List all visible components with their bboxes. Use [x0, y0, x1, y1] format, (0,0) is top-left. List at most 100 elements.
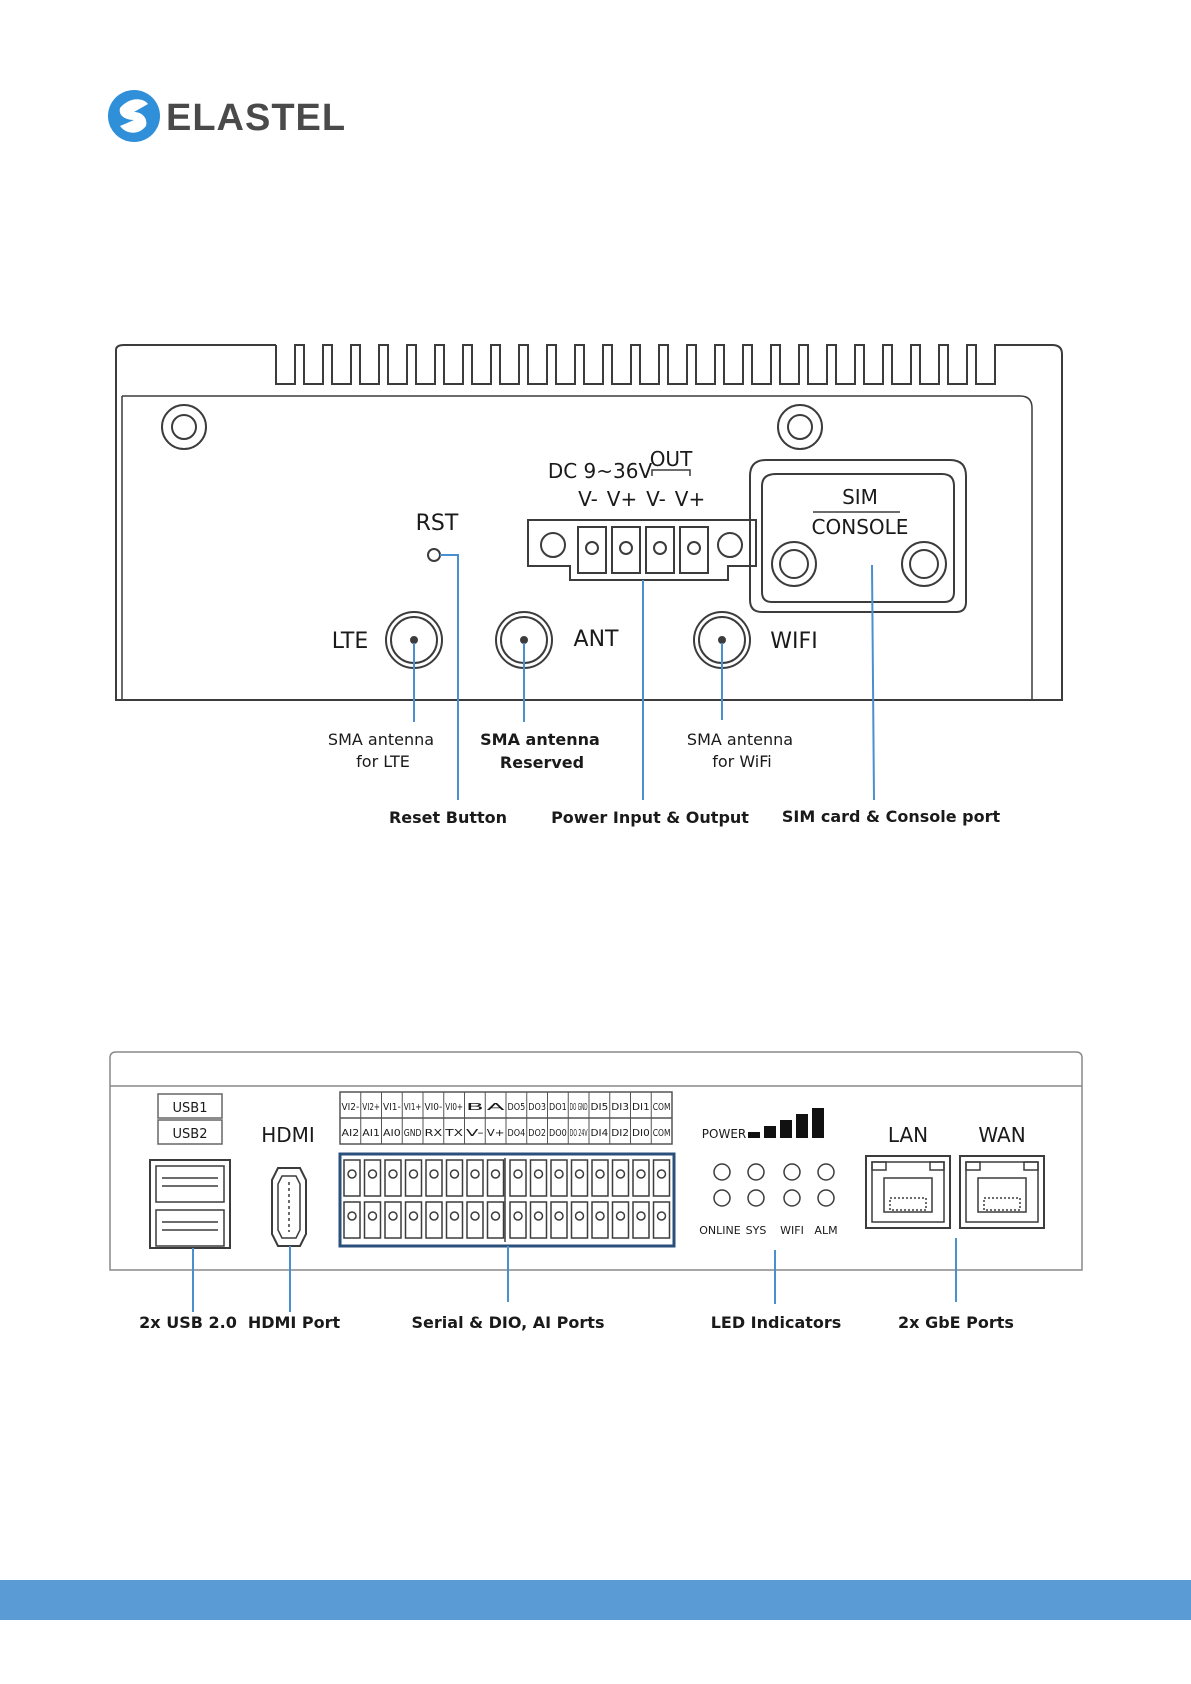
sim-console-callout: SIM card & Console port: [782, 807, 1001, 826]
terminal-pin-label: COM: [653, 1128, 671, 1139]
heatsink-fins: [275, 344, 1010, 385]
terminal-pin: [425, 1201, 443, 1239]
led-label: SYS: [746, 1224, 767, 1237]
terminal-pin-label: VI2+: [362, 1102, 380, 1113]
terminal-pin: [632, 1201, 650, 1239]
led-label: ALM: [814, 1224, 837, 1237]
sim-marking: SIM: [842, 485, 878, 509]
lan-port[interactable]: [865, 1155, 951, 1229]
terminal-pin-label: VI0+: [445, 1102, 463, 1113]
terminal-pin-label: DO3: [528, 1102, 546, 1113]
terminal-pin-label: AI2: [342, 1128, 360, 1139]
terminal-pin: [550, 1159, 568, 1197]
ant-marking: ANT: [574, 627, 620, 652]
power-terminal-block[interactable]: [527, 519, 757, 581]
terminal-pin-label: A: [487, 1102, 505, 1113]
rear-panel-outline: [109, 1051, 1083, 1271]
pin-marking: V+: [675, 487, 705, 511]
terminal-pin: [343, 1159, 361, 1197]
sim-console-cover[interactable]: [749, 459, 967, 613]
terminal-pin: [611, 1201, 630, 1239]
gbe-callout: 2x GbE Ports: [898, 1313, 1014, 1332]
terminal-pin-label: DO2: [528, 1128, 546, 1139]
terminal-pin: [509, 1159, 527, 1197]
sma-lte-callout: SMA antenna: [328, 730, 434, 749]
front-face: [122, 395, 1033, 700]
terminal-pin: [652, 1201, 671, 1239]
sma-lte-callout: for LTE: [356, 752, 410, 771]
brand-name: ELASTEL: [166, 97, 346, 139]
rear-callouts: 2x USB 2.0 HDMI Port Serial & DIO, AI Po…: [139, 1313, 1014, 1332]
usb-ports[interactable]: [149, 1159, 231, 1249]
terminal-pin-label: AI1: [362, 1128, 380, 1139]
terminal-pin: [384, 1201, 402, 1239]
front-callouts: SMA antenna for LTE SMA antenna Reserved…: [328, 730, 1001, 827]
wan-marking: WAN: [978, 1123, 1025, 1147]
terminal-pin-label: GND: [404, 1128, 422, 1139]
terminal-pin-label: DI4: [591, 1128, 609, 1139]
terminal-pin: [425, 1159, 443, 1197]
lan-marking: LAN: [888, 1123, 928, 1147]
terminal-pin: [445, 1159, 464, 1197]
terminal-pin-label: DO5: [508, 1102, 526, 1113]
terminal-grid-lines: [360, 1092, 652, 1144]
footer-bar: [0, 1580, 1191, 1620]
front-leader-lines: [413, 554, 875, 801]
reset-callout: Reset Button: [389, 808, 507, 827]
terminal-pin-label: AI0: [383, 1128, 401, 1139]
wan-port[interactable]: [959, 1155, 1045, 1229]
signal-strength-icon: [748, 1108, 824, 1138]
front-panel-markings: RST LTE ANT WIFI DC 9~36V OUT V- V+ V- V…: [332, 447, 909, 654]
terminal-pin-label: DO1: [549, 1102, 567, 1113]
usb2-marking: USB2: [173, 1127, 208, 1142]
rear-panel: [109, 1051, 1083, 1271]
dc-voltage-marking: DC 9~36V: [548, 459, 653, 483]
terminal-pin-label: V-: [466, 1128, 484, 1139]
terminal-pin-label: VI1-: [383, 1102, 401, 1113]
usb1-marking: USB1: [173, 1101, 208, 1116]
terminal-pin: [509, 1201, 527, 1239]
terminal-pin: [363, 1201, 382, 1239]
terminal-pin: [404, 1201, 423, 1239]
sma-reserved-callout: Reserved: [500, 753, 584, 772]
terminal-pin-label: VI2-: [342, 1102, 360, 1113]
lte-marking: LTE: [332, 629, 369, 654]
hdmi-marking: HDMI: [261, 1123, 315, 1147]
hdmi-port[interactable]: [271, 1167, 307, 1247]
led-callout: LED Indicators: [711, 1313, 842, 1332]
sma-wifi-callout: for WiFi: [712, 752, 771, 771]
usb-callout: 2x USB 2.0: [139, 1313, 237, 1332]
terminal-pin-label: DI3: [611, 1102, 629, 1113]
rst-marking: RST: [416, 511, 459, 536]
terminal-pin-label: DO GND: [570, 1102, 588, 1113]
terminal-pin-label: B: [466, 1102, 484, 1113]
terminal-pin-label: VI1+: [404, 1102, 422, 1113]
terminal-pin: [486, 1201, 505, 1239]
terminal-pin: [466, 1159, 484, 1197]
terminal-pin: [445, 1201, 464, 1239]
terminal-pin-label: V+: [487, 1128, 505, 1139]
terminal-pin: [529, 1159, 548, 1197]
wifi-marking: WIFI: [770, 629, 817, 654]
serial-callout: Serial & DIO, AI Ports: [412, 1313, 605, 1332]
terminal-pin: [363, 1159, 382, 1197]
terminal-pin: [486, 1159, 505, 1197]
terminal-cells: [343, 1159, 671, 1239]
rear-leader-lines: [192, 1238, 957, 1312]
terminal-block[interactable]: [338, 1152, 676, 1248]
terminal-pin: [591, 1159, 609, 1197]
terminal-pin: [591, 1201, 609, 1239]
terminal-pin: [343, 1201, 361, 1239]
power-callout: Power Input & Output: [551, 808, 749, 827]
terminal-pin-label: DO 24V: [570, 1128, 588, 1139]
reset-button[interactable]: [427, 548, 441, 562]
out-marking: OUT: [650, 447, 693, 471]
elastel-logo: ELASTEL: [108, 86, 368, 156]
terminal-pin: [466, 1201, 484, 1239]
elastel-swirl-icon: [108, 90, 160, 142]
power-led-marking: POWER: [702, 1127, 746, 1141]
pin-marking: V-: [578, 487, 598, 511]
terminal-pin-label: TX: [444, 1128, 463, 1139]
terminal-pin-label: DO4: [508, 1128, 526, 1139]
